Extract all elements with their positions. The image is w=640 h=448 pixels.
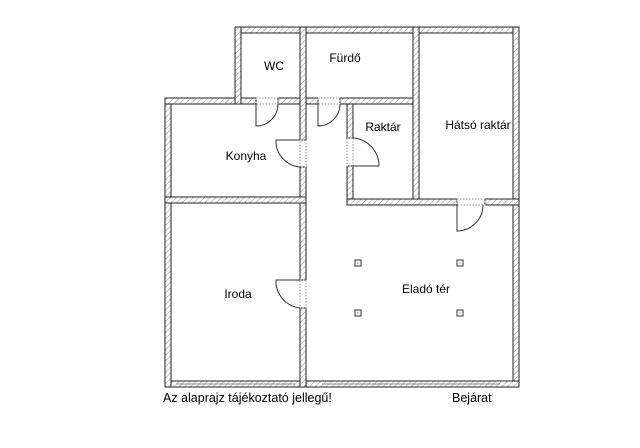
konyha-door bbox=[275, 139, 301, 168]
hatso-raktar-door bbox=[456, 204, 484, 232]
doors bbox=[255, 97, 486, 309]
iroda-door bbox=[275, 279, 301, 309]
entrance-label: Bejárat bbox=[452, 391, 492, 405]
room-label-elado-ter: Eladó tér bbox=[402, 282, 450, 296]
room-label-raktar: Raktár bbox=[365, 120, 400, 134]
room-label-hatso-raktar: Hátsó raktár bbox=[445, 118, 510, 132]
furdo-door bbox=[317, 103, 341, 127]
room-label-wc: WC bbox=[264, 59, 284, 73]
columns bbox=[354, 259, 464, 317]
room-label-konyha: Konyha bbox=[226, 149, 267, 163]
wc-door bbox=[255, 103, 279, 127]
raktar-door bbox=[352, 137, 380, 167]
room-label-furdo: Fürdő bbox=[329, 51, 361, 65]
disclaimer-text: Az alaprajz tájékoztató jellegű! bbox=[163, 391, 332, 405]
walls bbox=[164, 26, 520, 388]
room-label-iroda: Iroda bbox=[224, 287, 252, 301]
